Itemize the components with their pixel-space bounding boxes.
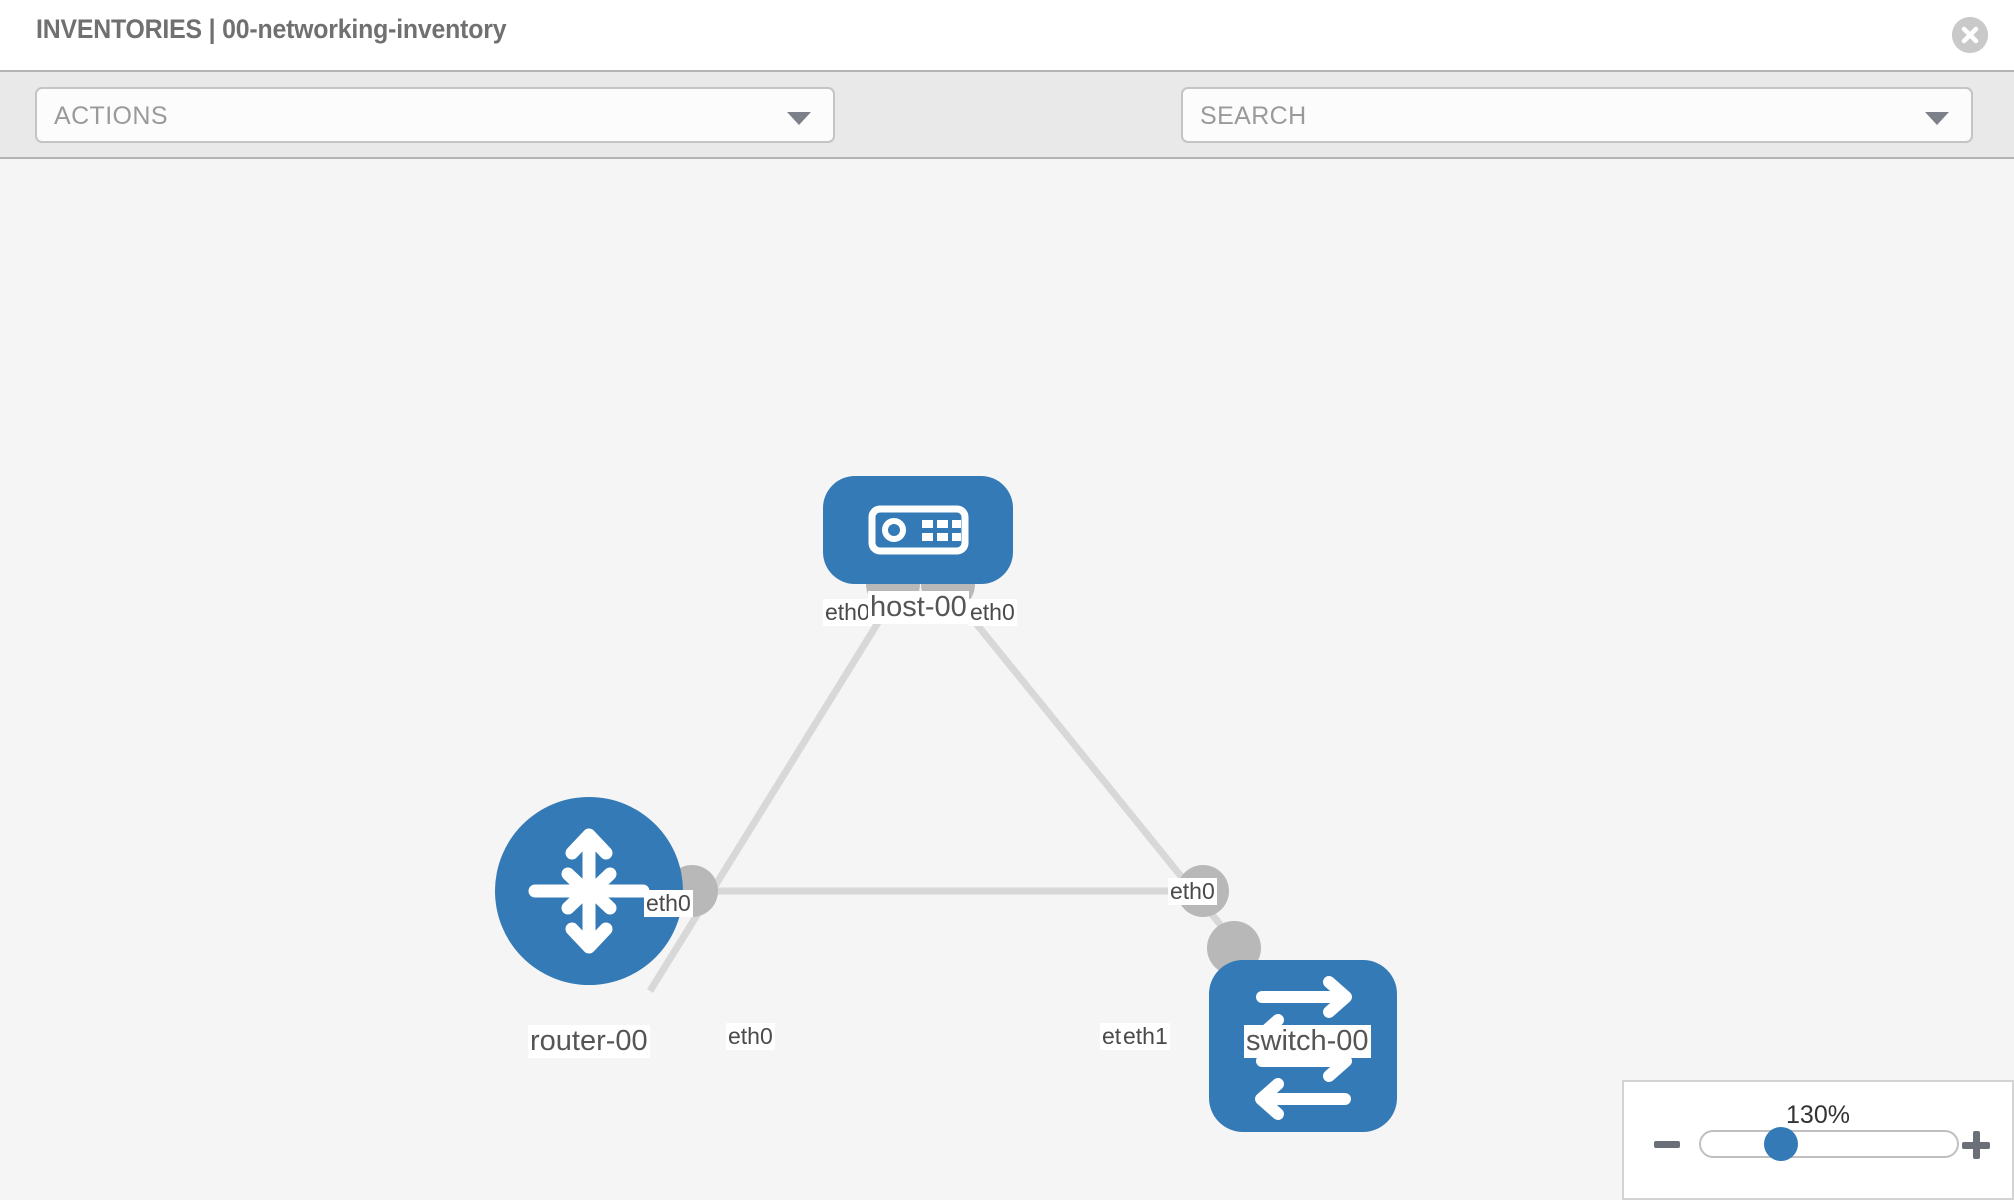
link-host-router	[647, 577, 908, 993]
page-title: INVENTORIES | 00-networking-inventory	[36, 14, 507, 44]
minus-icon[interactable]	[1654, 1141, 1680, 1148]
search-chevron-down-icon[interactable]	[1925, 112, 1949, 125]
node-label-switch-00: switch-00	[1244, 1025, 1371, 1058]
iface-label-switch-left: eth1	[1121, 1023, 1170, 1050]
topology-canvas[interactable]: eth0 host-00 eth0 eth0 eth0 eth0 eth eth…	[0, 159, 2014, 1200]
search-placeholder: SEARCH	[1200, 102, 1307, 130]
four-arrows-router-icon	[528, 828, 650, 954]
iface-label-host-left: eth0	[823, 599, 872, 626]
node-host-00	[823, 476, 1013, 584]
iface-label-switch-up: eth0	[1168, 878, 1217, 905]
zoom-slider-track[interactable]	[1699, 1130, 1959, 1158]
topology-graph	[495, 476, 1397, 1132]
iface-label-router-up: eth0	[644, 890, 693, 917]
page-header: INVENTORIES | 00-networking-inventory	[0, 0, 2014, 70]
chevron-down-icon	[787, 112, 811, 125]
search-input[interactable]: SEARCH	[1181, 87, 1973, 143]
zoom-slider-handle[interactable]	[1764, 1127, 1798, 1161]
close-icon[interactable]	[1952, 17, 1988, 53]
node-label-host-00: host-00	[868, 591, 969, 624]
server-device-icon	[868, 505, 969, 555]
node-router-00	[495, 797, 683, 985]
zoom-level-value: 130%	[1786, 1101, 1850, 1129]
node-label-router-00: router-00	[528, 1025, 650, 1058]
iface-label-router-right: eth0	[726, 1023, 775, 1050]
zoom-control-panel: 130%	[1622, 1080, 2014, 1200]
iface-label-host-right: eth0	[968, 599, 1017, 626]
plus-icon[interactable]	[1962, 1131, 1990, 1159]
actions-dropdown[interactable]: ACTIONS	[35, 87, 835, 143]
toolbar: ACTIONS SEARCH	[0, 70, 2014, 195]
actions-dropdown-label: ACTIONS	[54, 102, 168, 130]
